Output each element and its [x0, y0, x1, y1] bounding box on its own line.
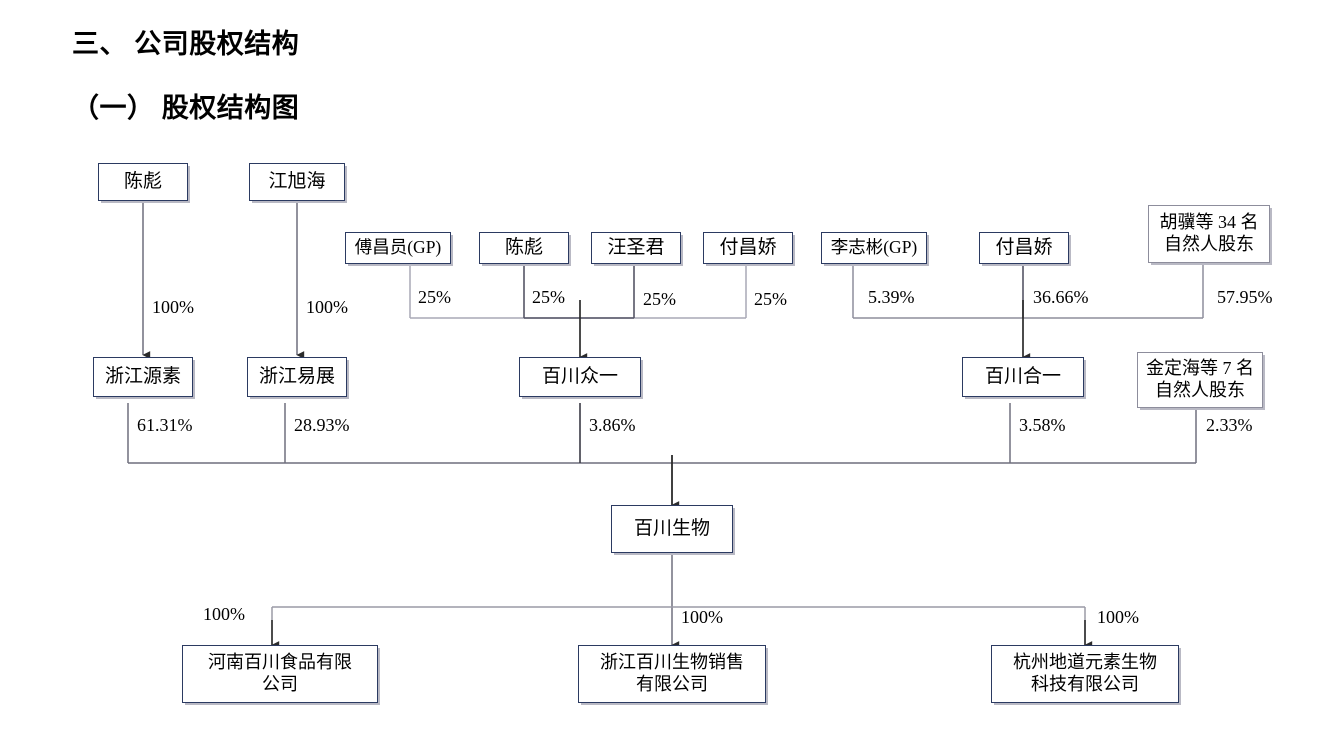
node-wangshengjun[interactable]: 汪圣君	[591, 232, 681, 264]
section-subtitle: （一） 股权结构图	[72, 93, 300, 123]
pct-jindinghai-to-shengwu: 2.33%	[1206, 415, 1253, 435]
pct-fuchangjiao2-to-zhongyi: 25%	[754, 289, 787, 309]
node-huji-34-shareholders[interactable]: 胡骥等 34 名 自然人股东	[1148, 205, 1270, 263]
node-henan-baichuan-food[interactable]: 河南百川食品有限 公司	[182, 645, 378, 703]
page-title: 三、 公司股权结构	[72, 29, 300, 59]
pct-lizhibin-to-heyi: 5.39%	[868, 287, 915, 307]
pct-shengwu-to-sales: 100%	[681, 607, 723, 627]
node-hangzhou-didao-biotech[interactable]: 杭州地道元素生物 科技有限公司	[991, 645, 1179, 703]
node-fuchangyuan-gp[interactable]: 傅昌员(GP)	[345, 232, 451, 264]
node-zhejiang-yuansu[interactable]: 浙江源素	[93, 357, 193, 397]
node-zhejiang-yizhan[interactable]: 浙江易展	[247, 357, 347, 397]
pct-huji-to-heyi: 57.95%	[1217, 287, 1273, 307]
node-chenbiao-top[interactable]: 陈彪	[98, 163, 188, 201]
pct-wangshengjun-to-zhongyi: 25%	[643, 289, 676, 309]
pct-fuchangyuan-to-zhongyi: 25%	[418, 287, 451, 307]
pct-yuansu-to-shengwu: 61.31%	[137, 415, 193, 435]
node-baichuan-shengwu[interactable]: 百川生物	[611, 505, 733, 553]
node-fuchangjiao-3[interactable]: 付昌娇	[979, 232, 1069, 264]
node-chenbiao-2[interactable]: 陈彪	[479, 232, 569, 264]
node-zhejiang-baichuan-sales[interactable]: 浙江百川生物销售 有限公司	[578, 645, 766, 703]
node-jindinghai-7-shareholders[interactable]: 金定海等 7 名 自然人股东	[1137, 352, 1263, 408]
pct-jiangxuhai-to-yizhan: 100%	[306, 297, 348, 317]
node-fuchangjiao-2[interactable]: 付昌娇	[703, 232, 793, 264]
node-lizhibin-gp[interactable]: 李志彬(GP)	[821, 232, 927, 264]
node-jiangxuhai[interactable]: 江旭海	[249, 163, 345, 201]
pct-heyi-to-shengwu: 3.58%	[1019, 415, 1066, 435]
node-baichuan-heyi[interactable]: 百川合一	[962, 357, 1084, 397]
pct-chenbiao2-to-zhongyi: 25%	[532, 287, 565, 307]
pct-zhongyi-to-shengwu: 3.86%	[589, 415, 636, 435]
pct-yizhan-to-shengwu: 28.93%	[294, 415, 350, 435]
node-baichuan-zhongyi[interactable]: 百川众一	[519, 357, 641, 397]
pct-fuchangjiao3-to-heyi: 36.66%	[1033, 287, 1089, 307]
pct-shengwu-to-hangzhou: 100%	[1097, 607, 1139, 627]
pct-chenbiao-to-yuansu: 100%	[152, 297, 194, 317]
pct-shengwu-to-henan: 100%	[203, 604, 245, 624]
